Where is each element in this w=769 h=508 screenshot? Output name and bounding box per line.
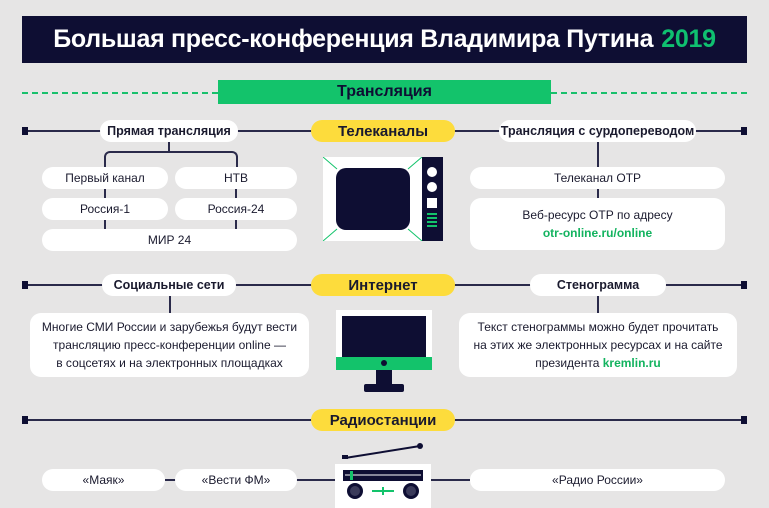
dashed-divider bbox=[551, 92, 747, 94]
radio-icon bbox=[335, 443, 431, 508]
text-line: Текст стенограммы можно будет прочитать bbox=[477, 320, 719, 334]
line-cap bbox=[741, 416, 747, 424]
station-box: «Вести ФМ» bbox=[175, 469, 297, 491]
connector bbox=[168, 142, 170, 152]
line-cap bbox=[741, 127, 747, 135]
otr-web-text: Веб-ресурс ОТР по адресу bbox=[522, 208, 673, 222]
text-line: в соцсетях и на электронных площадках bbox=[56, 356, 283, 370]
line-cap bbox=[22, 281, 28, 289]
kremlin-link[interactable]: kremlin.ru bbox=[602, 356, 661, 370]
station-box: «Радио России» bbox=[470, 469, 725, 491]
connector bbox=[597, 296, 599, 313]
social-text-box: Многие СМИ России и зарубежья будут вест… bbox=[30, 313, 309, 377]
radio-category-pill: Радиостанции bbox=[311, 409, 455, 431]
title-year: 2019 bbox=[661, 25, 716, 53]
otr-channel-box: Телеканал ОТР bbox=[470, 167, 725, 189]
text-line: трансляцию пресс-конференции online — bbox=[53, 338, 286, 352]
direct-broadcast-pill: Прямая трансляция bbox=[100, 120, 238, 142]
connector bbox=[104, 151, 238, 169]
connector bbox=[169, 296, 171, 313]
page-title: Большая пресс-конференция Владимира Пути… bbox=[22, 16, 747, 63]
line-cap bbox=[741, 281, 747, 289]
internet-category-pill: Интернет bbox=[311, 274, 455, 296]
text-line: на этих же электронных ресурсах и на сай… bbox=[473, 338, 723, 352]
station-box: «Маяк» bbox=[42, 469, 165, 491]
line-cap bbox=[22, 127, 28, 135]
channel-box: Первый канал bbox=[42, 167, 168, 189]
dashed-divider bbox=[22, 92, 218, 94]
section-header: Трансляция bbox=[218, 80, 551, 104]
sign-language-pill: Трансляция с сурдопереводом bbox=[499, 120, 696, 142]
radio-line bbox=[165, 479, 470, 481]
tv-icon bbox=[323, 157, 443, 241]
text-line: Многие СМИ России и зарубежья будут вест… bbox=[41, 320, 298, 334]
channel-box: НТВ bbox=[175, 167, 297, 189]
line-cap bbox=[22, 416, 28, 424]
tv-category-pill: Телеканалы bbox=[311, 120, 455, 142]
otr-web-box: Веб-ресурс ОТР по адресу otr-online.ru/o… bbox=[470, 198, 725, 250]
otr-web-link[interactable]: otr-online.ru/online bbox=[542, 226, 653, 240]
steno-text-box: Текст стенограммы можно будет прочитать … bbox=[459, 313, 737, 377]
channel-box: Россия-24 bbox=[175, 198, 297, 220]
text-line: президента bbox=[535, 356, 600, 370]
monitor-icon bbox=[336, 310, 432, 392]
channel-box: Россия-1 bbox=[42, 198, 168, 220]
title-text: Большая пресс-конференция Владимира Пути… bbox=[53, 25, 654, 53]
channel-box: МИР 24 bbox=[42, 229, 297, 251]
steno-pill: Стенограмма bbox=[530, 274, 666, 296]
social-pill: Социальные сети bbox=[102, 274, 236, 296]
